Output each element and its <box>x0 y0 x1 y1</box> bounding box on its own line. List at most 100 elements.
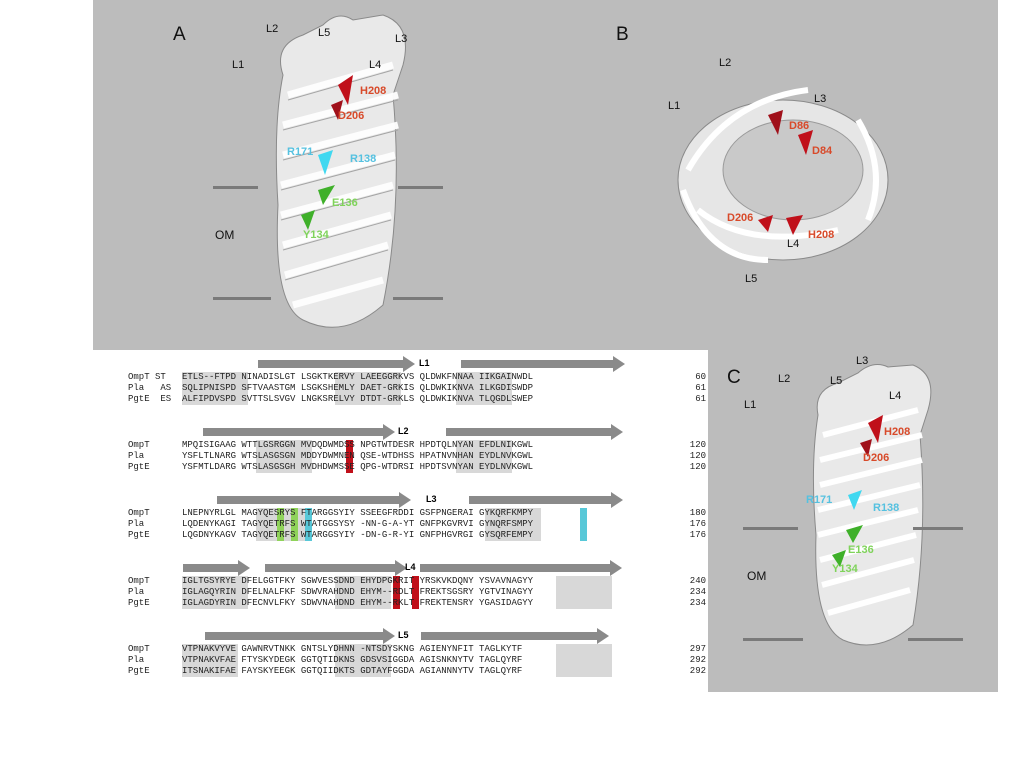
sequence-number: 234 <box>689 587 706 597</box>
sequence-name: PgtE ES <box>128 394 172 404</box>
sequence-text: LNEPNYRLGL MAGYQESRYS FTARGGSYIY SSEEGFR… <box>182 508 534 518</box>
panel-c-residue-d206: D206 <box>863 452 890 464</box>
sequence-name: PgtE <box>128 530 150 540</box>
sequence-name: OmpT ST <box>128 372 166 382</box>
sequence-number: 292 <box>689 666 706 676</box>
membrane-line <box>213 186 258 189</box>
panel-c-residue-y134: Y134 <box>832 563 858 575</box>
strand-arrow <box>258 356 415 372</box>
sequence-number: 120 <box>689 440 706 450</box>
panel-c-residue-r171: R171 <box>806 494 833 506</box>
shade-box <box>456 440 512 473</box>
sequence-text: IGLAGQYRIN DFELNALFKF SDWVRAHDND EHYM--R… <box>182 587 534 597</box>
membrane-line <box>913 527 963 530</box>
panel-a-om-label: OM <box>215 228 235 242</box>
sequence-text: LQGDNYKAGV TAGYQETRFS WTARGGSYIY -DN-G-R… <box>182 530 534 540</box>
panel-c-residue-r138: R138 <box>873 502 900 514</box>
loop-label-l5: L5 <box>398 630 409 640</box>
highlight-cyan <box>305 508 312 541</box>
sequence-text: YSFLTLNARG WTSLASGSGN MDDYDWMNEN QSE-WTD… <box>182 451 534 461</box>
panel-a-loop-l3: L3 <box>395 33 408 45</box>
sequence-number: 234 <box>689 598 706 608</box>
panel-a-loop-l5: L5 <box>318 27 331 39</box>
loop-label-l3: L3 <box>426 494 437 504</box>
shade-box <box>335 372 401 405</box>
panel-a-letter: A <box>173 24 186 45</box>
sequence-name: Pla <box>128 655 145 665</box>
shade-box <box>256 440 312 473</box>
strand-arrow <box>461 356 625 372</box>
shade-box <box>456 372 512 405</box>
panel-a-residue-e136: E136 <box>332 197 358 209</box>
sequence-alignment: L1 OmpT ST ETLS--FTPD NINADISLGT LSGKTKER… <box>93 350 708 692</box>
panel-b-residue-h208: H208 <box>808 229 835 241</box>
protein-structure-side-view-c <box>812 364 932 646</box>
sequence-number: 297 <box>689 644 706 654</box>
sequence-name: Pla AS <box>128 383 172 393</box>
sequence-text: ALFIPDVSPD SVTTSLSVGV LNGKSRELVY DTDT-GR… <box>182 394 534 404</box>
sequence-text: VTPNAKVFAE FTYSKYDEGK GGTQTIDKNS GDSVSIG… <box>182 655 523 665</box>
shade-box <box>556 576 612 609</box>
panel-c-loop-l5: L5 <box>830 375 843 387</box>
sequence-number: 61 <box>695 394 706 404</box>
sequence-name: PgtE <box>128 462 150 472</box>
protein-structure-side-view <box>275 14 406 328</box>
shade-box <box>485 508 541 541</box>
sequence-name: Pla <box>128 451 145 461</box>
panel-c-om-label: OM <box>747 569 767 583</box>
sequence-number: 120 <box>689 451 706 461</box>
membrane-line <box>908 638 963 641</box>
panel-b-loop-l3: L3 <box>814 93 827 105</box>
shade-box <box>182 372 248 405</box>
panel-b-letter: B <box>616 24 629 45</box>
membrane-line <box>743 638 803 641</box>
shade-box <box>182 644 238 677</box>
highlight-red <box>346 440 353 473</box>
sequence-number: 176 <box>689 530 706 540</box>
panel-c-loop-l2: L2 <box>778 373 791 385</box>
strand-arrow <box>420 560 622 576</box>
panel-a-residue-r138: R138 <box>350 153 377 165</box>
sequence-text: MPQISIGAAG WTTLGSRGGN MVDQDWMDSS NPGTWTD… <box>182 440 534 450</box>
sequence-text: SQLIPNISPD SFTVAASTGM LSGKSHEMLY DAET-GR… <box>182 383 534 393</box>
sequence-name: PgtE <box>128 598 150 608</box>
sequence-text: IGLAGDYRIN DFECNVLFKY SDWVNAHDND EHYM--R… <box>182 598 534 608</box>
panel-c-residue-h208: H208 <box>884 426 911 438</box>
loop-label-l1: L1 <box>419 358 430 368</box>
sequence-number: 240 <box>689 576 706 586</box>
sequence-name: Pla <box>128 519 145 529</box>
sequence-text: YSFMTLDARG WTSLASGSGH MVDHDWMSSE QPG-WTD… <box>182 462 534 472</box>
shade-box <box>182 576 248 609</box>
panel-b-residue-d84: D84 <box>812 145 833 157</box>
panel-a-loop-l2: L2 <box>266 23 279 35</box>
panel-a: A L2 L1 L5 L3 L4 H208 D206 R171 R138 E13… <box>93 0 638 350</box>
strand-arrow <box>265 560 407 576</box>
panel-a-residue-d206: D206 <box>338 110 365 122</box>
sequence-name: OmpT <box>128 440 150 450</box>
panel-b-loop-l4: L4 <box>787 238 800 250</box>
sequence-text: ITSNAKIFAE FAYSKYEEGK GGTQIIDKTS GDTAYFG… <box>182 666 523 676</box>
protein-structure-top-view <box>677 87 889 263</box>
panel-b-loop-l1: L1 <box>668 100 681 112</box>
strand-arrow <box>205 628 395 644</box>
membrane-line <box>393 297 443 300</box>
sequence-name: PgtE <box>128 666 150 676</box>
sequence-number: 61 <box>695 383 706 393</box>
panel-b-residue-d86: D86 <box>789 120 810 132</box>
strand-arrow <box>446 424 623 440</box>
panel-b-residue-d206: D206 <box>727 212 754 224</box>
panel-a-loop-l4: L4 <box>369 59 382 71</box>
sequence-number: 292 <box>689 655 706 665</box>
panel-c-residue-e136: E136 <box>848 544 874 556</box>
sequence-number: 176 <box>689 519 706 529</box>
strand-arrow <box>469 492 623 508</box>
sequence-name: Pla <box>128 587 145 597</box>
panel-c: C L3 L2 L5 L1 L4 H208 D206 R171 R138 E13… <box>708 350 998 692</box>
sequence-number: 180 <box>689 508 706 518</box>
panel-b-loop-l5: L5 <box>745 273 758 285</box>
sequence-text: ETLS--FTPD NINADISLGT LSGKTKERVY LAEEGGR… <box>182 372 534 382</box>
shade-box <box>335 576 391 609</box>
loop-label-l2: L2 <box>398 426 409 436</box>
panel-a-residue-h208: H208 <box>360 85 387 97</box>
shade-box <box>256 508 312 541</box>
